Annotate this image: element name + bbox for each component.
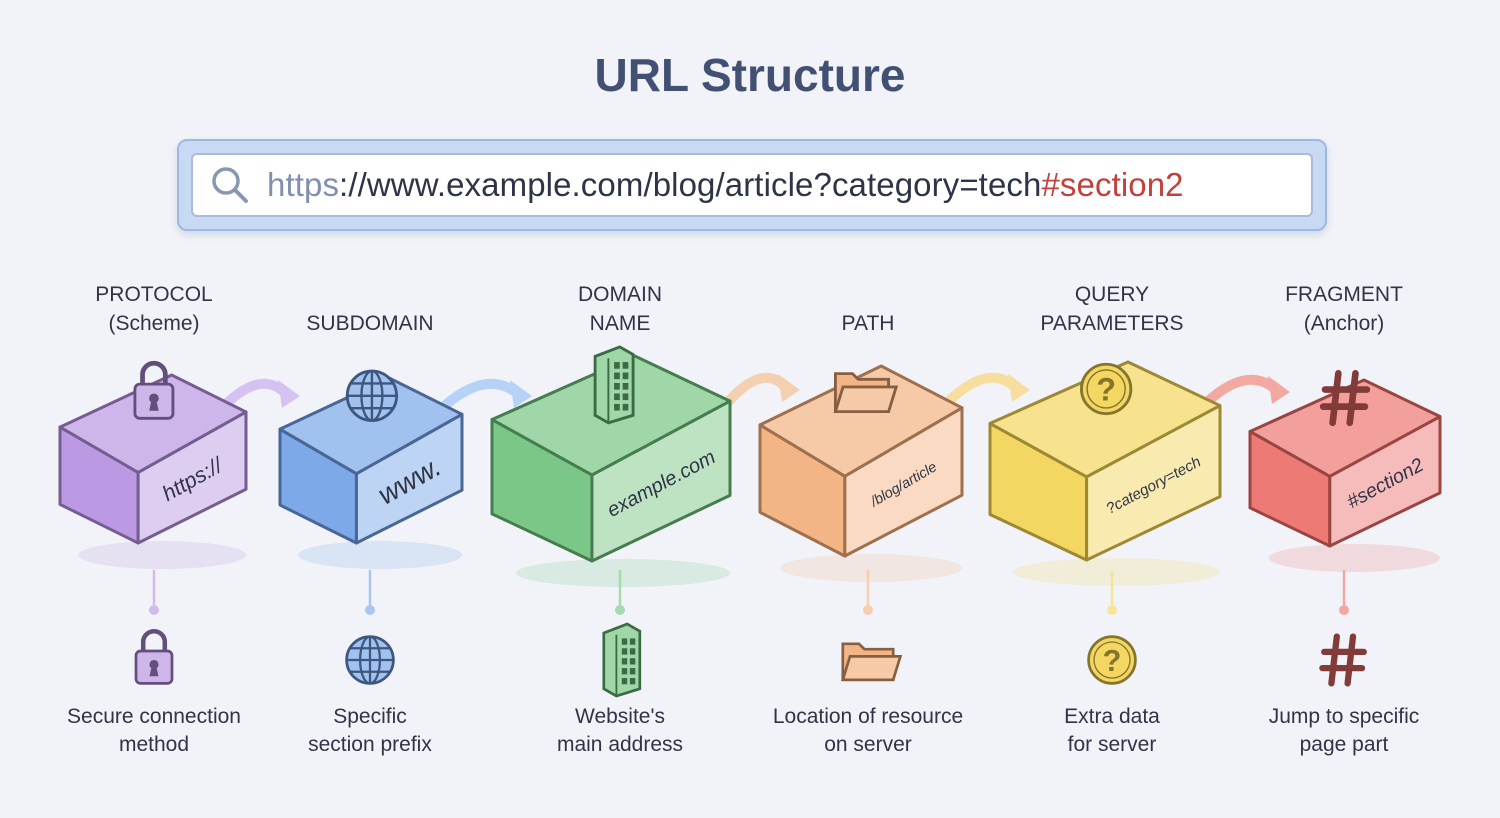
url-input[interactable]: https://www.example.com/blog/article?cat… (191, 153, 1313, 217)
component-description: Extra data for server (992, 703, 1232, 759)
description-line: Extra data (1064, 705, 1160, 728)
hash-icon (1319, 370, 1371, 427)
description-line: method (118, 733, 190, 756)
description-line: on server (824, 733, 912, 756)
connector (365, 570, 375, 615)
description-line: page part (1299, 733, 1389, 756)
component-box: ?category=tech? (988, 360, 1222, 586)
component-box: www. (278, 369, 464, 569)
box-label: www. (373, 451, 447, 511)
flow-arrow (1200, 374, 1290, 409)
hash-icon (1319, 633, 1367, 687)
heading-line (250, 280, 490, 309)
connector (149, 570, 159, 615)
component-description: Specific section prefix (250, 703, 490, 759)
heading-line: SUBDOMAIN (306, 312, 434, 335)
component-box: /blog/article (758, 364, 964, 582)
component-description: Location of resource on server (748, 703, 988, 759)
flow-arrow (723, 372, 800, 407)
globe-icon (345, 369, 399, 422)
heading-line (748, 280, 988, 309)
component-description: Jump to specific page part (1224, 703, 1464, 759)
heading-line: DOMAIN (578, 283, 662, 306)
url-fragment: #section2 (1041, 166, 1184, 203)
component-box: example.com (490, 345, 732, 587)
heading-line: PARAMETERS (1040, 312, 1184, 335)
lock-icon (134, 629, 174, 685)
component-heading: SUBDOMAIN (250, 280, 490, 338)
box-label: #section2 (1343, 454, 1427, 513)
component-description: Secure connection method (34, 703, 274, 759)
folder-icon (840, 642, 903, 682)
page-title: URL Structure (594, 49, 906, 101)
description-line: Location of resource (772, 705, 964, 728)
heading-line: NAME (589, 312, 651, 335)
description-line: Website's (575, 705, 665, 728)
component-box: https:// (58, 360, 248, 569)
component-heading: PATH (748, 280, 988, 338)
folder-icon (833, 372, 899, 414)
connector (863, 570, 873, 615)
heading-line: QUERY (1074, 283, 1150, 306)
component-box: #section2 (1248, 370, 1442, 572)
building-icon (593, 345, 635, 425)
search-icon (212, 167, 248, 203)
component-heading: QUERY PARAMETERS (992, 280, 1232, 338)
heading-line: FRAGMENT (1285, 283, 1403, 306)
flow-arrow (217, 378, 300, 413)
box-label: https:// (158, 451, 228, 505)
heading-line: (Anchor) (1303, 312, 1385, 335)
description-line: Specific (333, 705, 407, 728)
description-line: Secure connection (67, 705, 241, 728)
heading-line: PROTOCOL (95, 283, 213, 306)
component-heading: PROTOCOL (Scheme) (34, 280, 274, 338)
flow-arrow (437, 378, 532, 413)
question-icon: ? (1080, 362, 1133, 416)
globe-icon (345, 635, 395, 685)
flow-arrow (943, 372, 1030, 407)
url-text: https://www.example.com/blog/article?cat… (267, 166, 1184, 204)
description-line: main address (556, 733, 684, 756)
svg-text:?: ? (1096, 371, 1116, 407)
building-icon (602, 622, 642, 698)
lock-icon (133, 360, 175, 420)
connector (615, 570, 625, 615)
url-scheme: https (267, 166, 340, 203)
description-line: for server (1067, 733, 1157, 756)
box-label: ?category=tech (1104, 453, 1204, 517)
box-label: /blog/article (867, 459, 940, 510)
connector (1107, 570, 1117, 615)
question-icon: ? (1087, 635, 1137, 685)
description-line: Jump to specific (1268, 705, 1420, 728)
url-main: ://www.example.com/blog/article?category… (339, 166, 1042, 203)
connector (1339, 570, 1349, 615)
component-description: Website's main address (500, 703, 740, 759)
url-bar: https://www.example.com/blog/article?cat… (177, 139, 1327, 231)
heading-line: PATH (841, 312, 895, 335)
heading-line: (Scheme) (108, 312, 200, 335)
component-heading: FRAGMENT (Anchor) (1224, 280, 1464, 338)
svg-text:?: ? (1103, 644, 1122, 678)
description-line: section prefix (308, 733, 432, 756)
box-label: example.com (604, 446, 720, 522)
component-heading: DOMAIN NAME (500, 280, 740, 338)
